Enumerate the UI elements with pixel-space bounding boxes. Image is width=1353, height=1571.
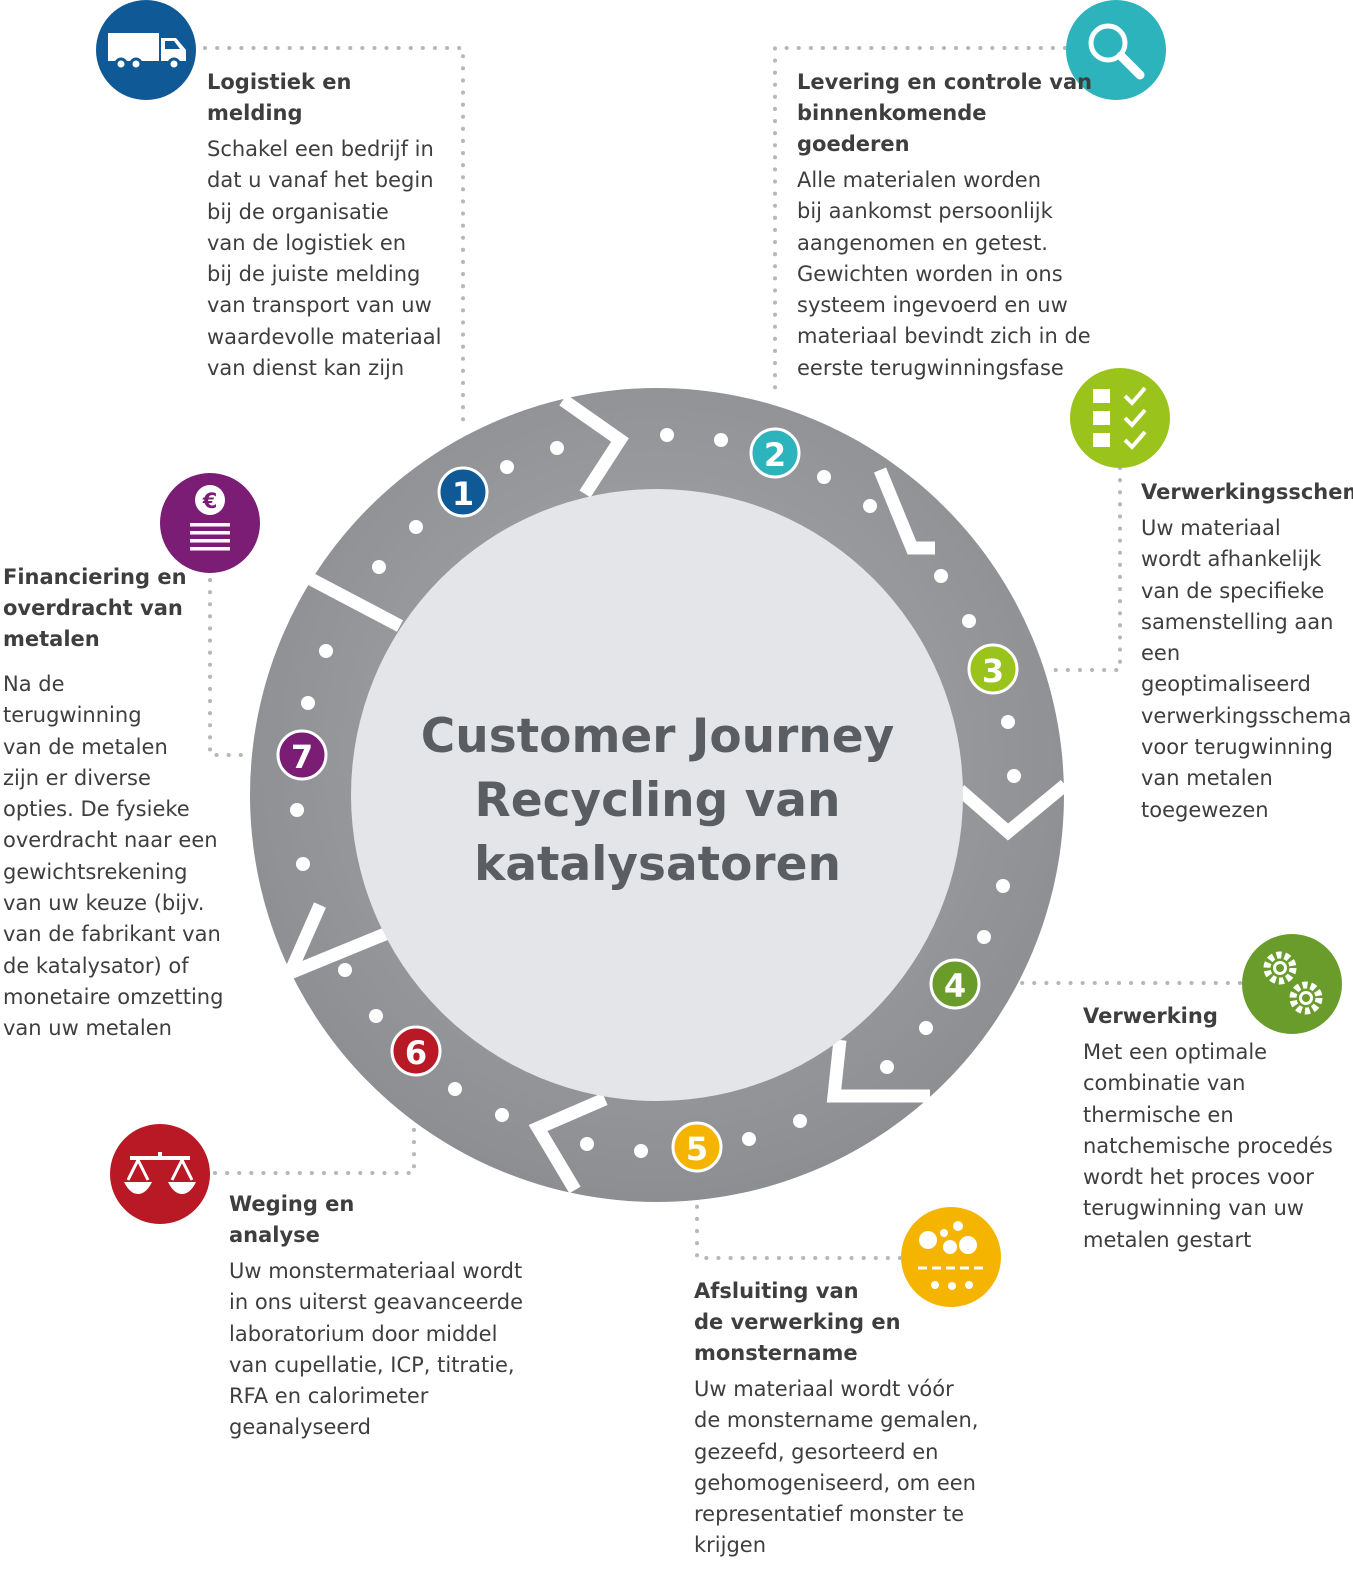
gears-icon <box>1242 934 1342 1034</box>
step-badge-2: 2 <box>749 427 801 479</box>
step-5-body: Uw materiaal wordt vóór de monstername g… <box>694 1377 979 1558</box>
step-2-body: Alle materialen worden bij aankomst pers… <box>797 168 1091 380</box>
step-number-7: 7 <box>291 738 313 776</box>
path-dot <box>338 963 352 977</box>
step-7-title: Financiering en overdracht van metalen <box>3 565 187 651</box>
truck-icon <box>96 0 196 100</box>
connector-lines <box>203 46 1242 1260</box>
step-7-text: Financiering en overdracht van metalen N… <box>3 562 228 1045</box>
path-dot <box>500 460 514 474</box>
step-3-title: Verwerkingsschema <box>1141 480 1353 504</box>
connector-step-3 <box>1043 466 1122 672</box>
step-2-title: Levering en controle van binnenkomende g… <box>797 70 1093 156</box>
step-4-title: Verwerking <box>1083 1004 1218 1028</box>
step-3-text: Verwerkingsschema Uw materiaal wordt afh… <box>1141 477 1353 826</box>
connector-step-1 <box>203 46 465 432</box>
path-dot <box>1001 715 1015 729</box>
step-number-4: 4 <box>944 967 966 1005</box>
particles-icon <box>901 1207 1001 1307</box>
path-dot <box>714 433 728 447</box>
path-dot <box>742 1132 756 1146</box>
euro-document-icon: € <box>160 473 260 573</box>
path-dot <box>934 569 948 583</box>
step-number-5: 5 <box>686 1130 708 1168</box>
path-dot <box>817 470 831 484</box>
path-dot <box>550 441 564 455</box>
magnifier-icon <box>1066 0 1166 100</box>
path-dot <box>634 1144 648 1158</box>
connector-step-2 <box>773 46 1067 400</box>
step-6-body: Uw monstermateriaal wordt in ons uiterst… <box>229 1259 523 1440</box>
step-5-title: Afsluiting van de verwerking en monstern… <box>694 1279 901 1365</box>
step-badge-3: 3 <box>967 643 1019 695</box>
path-dot <box>880 1060 894 1074</box>
step-7-body: Na de terugwinning van de metalen zijn e… <box>3 672 224 1041</box>
step-number-2: 2 <box>764 436 786 474</box>
step-badge-4: 4 <box>929 958 981 1010</box>
path-dot <box>495 1108 509 1122</box>
step-6-title: Weging en analyse <box>229 1192 355 1247</box>
path-dot <box>290 803 304 817</box>
path-dot <box>996 879 1010 893</box>
step-badge-5: 5 <box>671 1121 723 1173</box>
path-dot <box>369 1009 383 1023</box>
path-dot <box>977 930 991 944</box>
path-dot <box>660 428 674 442</box>
path-dot <box>1007 769 1021 783</box>
path-dot <box>409 520 423 534</box>
connector-step-5 <box>695 1198 902 1260</box>
step-number-6: 6 <box>405 1034 427 1072</box>
connector-step-6 <box>213 1118 416 1175</box>
step-1-title: Logistiek en melding <box>207 70 352 125</box>
step-1-body: Schakel een bedrijf in dat u vanaf het b… <box>207 137 442 381</box>
step-5-text: Afsluiting van de verwerking en monstern… <box>694 1276 994 1562</box>
center-title: Customer Journey Recycling van katalysat… <box>420 709 895 892</box>
scales-icon <box>110 1124 210 1224</box>
path-dots <box>290 428 1021 1158</box>
svg-text:€: € <box>202 489 218 513</box>
path-dot <box>301 696 315 710</box>
step-2-text: Levering en controle van binnenkomende g… <box>797 67 1097 384</box>
checklist-icon <box>1070 368 1170 468</box>
step-badge-1: 1 <box>437 466 489 518</box>
path-dot <box>919 1021 933 1035</box>
step-4-body: Met een optimale combinatie van thermisc… <box>1083 1040 1333 1252</box>
step-1-text: Logistiek en melding Schakel een bedrijf… <box>207 67 457 384</box>
step-number-3: 3 <box>982 652 1004 690</box>
path-dot <box>319 644 333 658</box>
step-3-body: Uw materiaal wordt afhankelijk van de sp… <box>1141 516 1352 822</box>
path-dot <box>296 857 310 871</box>
path-dot <box>372 560 386 574</box>
step-number-1: 1 <box>452 475 474 513</box>
path-dot <box>962 614 976 628</box>
path-dot <box>793 1114 807 1128</box>
step-6-text: Weging en analyse Uw monstermateriaal wo… <box>229 1189 529 1444</box>
step-4-text: Verwerking Met een optimale combinatie v… <box>1083 1001 1348 1256</box>
path-dot <box>863 499 877 513</box>
ring-separators <box>277 394 1070 1194</box>
path-dot <box>580 1137 594 1151</box>
inner-disc <box>351 489 963 1101</box>
path-dot <box>448 1082 462 1096</box>
step-badge-6: 6 <box>390 1025 442 1077</box>
step-badge-7: 7 <box>276 729 328 781</box>
